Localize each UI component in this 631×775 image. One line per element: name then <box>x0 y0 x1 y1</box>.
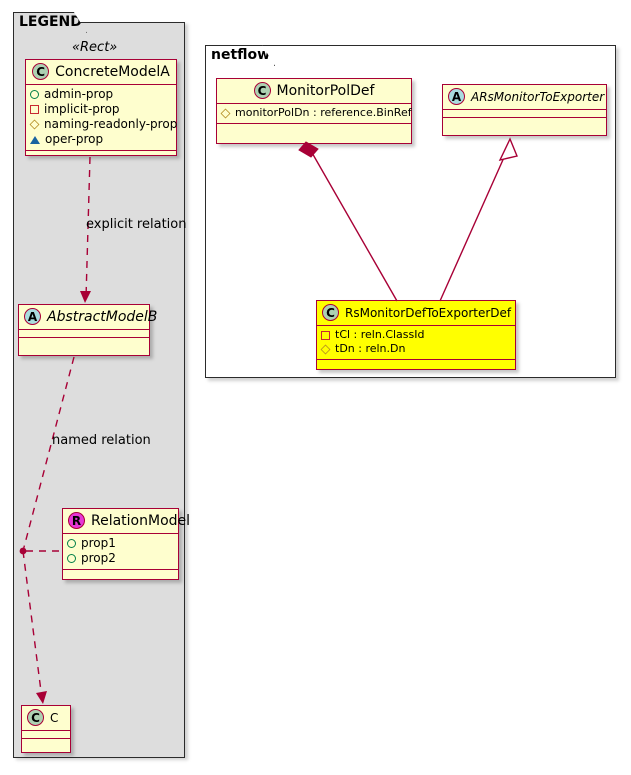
naming-readonly-prop-icon <box>320 344 331 354</box>
attribute-label: naming-readonly-prop <box>44 117 178 131</box>
class-attributes: prop1 prop2 <box>63 534 178 570</box>
attribute-row: oper-prop <box>30 132 172 147</box>
class-methods-compartment <box>26 151 176 160</box>
attribute-label: tCl : reln.ClassId <box>335 328 425 341</box>
class-header: A ARsMonitorToExporter <box>443 85 606 110</box>
class-header: R RelationModel <box>63 509 190 534</box>
legend-stereotype: «Rect» <box>72 40 118 55</box>
class-title: ARsMonitorToExporter <box>471 89 605 104</box>
class-header: C ConcreteModelA <box>26 60 176 85</box>
edge-label-named-relation: named relation <box>52 433 151 448</box>
attribute-row: tCl : reln.ClassId <box>321 328 511 342</box>
class-title: ConcreteModelA <box>55 63 170 80</box>
netflow-package-title: netflow <box>211 47 271 63</box>
oper-prop-icon <box>30 135 40 144</box>
class-header: C C <box>22 706 70 731</box>
class-box-relation-model[interactable]: R RelationModel prop1 prop2 <box>62 508 190 580</box>
class-icon: C <box>322 304 339 321</box>
class-header: C MonitorPolDef <box>217 79 411 104</box>
class-title: C <box>50 710 59 725</box>
attribute-row: monitorPolDn : reference.BinRef <box>220 106 412 120</box>
attribute-label: tDn : reln.Dn <box>335 342 406 355</box>
attribute-label: monitorPolDn : reference.BinRef <box>235 106 412 119</box>
abstract-class-icon: A <box>24 308 41 325</box>
attribute-row: prop2 <box>67 551 174 566</box>
class-attributes: admin-prop implicit-prop naming-readonly… <box>26 85 177 151</box>
attribute-row: admin-prop <box>30 87 172 102</box>
abstract-class-icon: A <box>448 88 465 105</box>
class-attributes <box>443 110 606 118</box>
class-box-rs-monitor-def-to-exporter-def[interactable]: C RsMonitorDefToExporterDef tCl : reln.C… <box>316 300 516 370</box>
class-title: RelationModel <box>91 512 191 529</box>
attribute-label: implicit-prop <box>44 102 120 116</box>
class-methods-compartment <box>443 118 606 127</box>
class-attributes <box>19 330 149 338</box>
legend-package-title: LEGEND <box>19 14 82 30</box>
naming-readonly-prop-icon <box>220 108 231 118</box>
implicit-prop-icon <box>30 105 39 114</box>
class-methods-compartment <box>217 124 411 133</box>
attribute-label: oper-prop <box>45 132 104 146</box>
attribute-row: implicit-prop <box>30 102 172 117</box>
class-methods-compartment <box>63 570 178 579</box>
class-title: AbstractModelB <box>47 308 158 325</box>
class-box-ars-monitor-to-exporter[interactable]: A ARsMonitorToExporter <box>442 84 607 136</box>
attribute-row: tDn : reln.Dn <box>320 342 511 356</box>
class-methods-compartment <box>317 360 515 369</box>
attribute-label: prop2 <box>81 551 116 565</box>
class-box-monitor-pol-def[interactable]: C MonitorPolDef monitorPolDn : reference… <box>216 78 412 144</box>
class-header: A AbstractModelB <box>19 305 157 330</box>
class-box-concrete-model-a[interactable]: C ConcreteModelA admin-prop implicit-pro… <box>25 59 177 156</box>
naming-readonly-prop-icon <box>29 119 40 130</box>
legend-package-tab: LEGEND <box>13 12 87 33</box>
attribute-row: prop1 <box>67 536 174 551</box>
prop1-icon <box>67 539 76 548</box>
admin-prop-icon <box>30 90 39 99</box>
class-header: C RsMonitorDefToExporterDef <box>317 301 515 326</box>
class-icon: C <box>253 82 271 99</box>
prop2-icon <box>67 554 76 563</box>
class-attributes: monitorPolDn : reference.BinRef <box>217 104 412 124</box>
class-box-abstract-model-b[interactable]: A AbstractModelB <box>18 304 157 356</box>
class-icon: C <box>27 709 44 726</box>
attribute-label: prop1 <box>81 536 116 550</box>
attribute-row: naming-readonly-prop <box>29 117 177 132</box>
relation-class-icon: R <box>68 512 85 529</box>
class-icon: C <box>32 63 50 80</box>
class-methods-compartment <box>19 338 149 347</box>
class-title: RsMonitorDefToExporterDef <box>345 305 512 320</box>
class-box-c[interactable]: C C <box>21 705 71 753</box>
implicit-prop-icon <box>321 330 330 340</box>
edge-label-explicit-relation: explicit relation <box>86 217 187 232</box>
class-attributes: tCl : reln.ClassId tDn : reln.Dn <box>317 326 515 360</box>
attribute-label: admin-prop <box>44 87 114 101</box>
class-methods-compartment <box>22 739 70 748</box>
class-title: MonitorPolDef <box>276 82 375 99</box>
class-attributes <box>22 731 70 739</box>
